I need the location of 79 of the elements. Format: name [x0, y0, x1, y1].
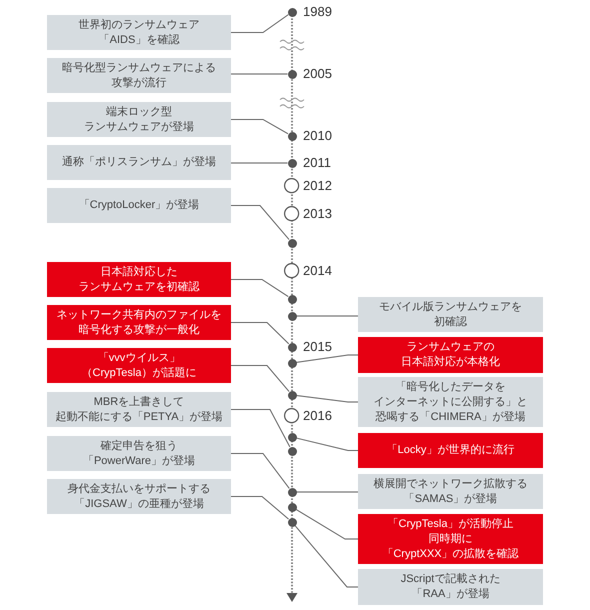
highlighted-event-card	[47, 348, 231, 383]
event-text: 「暗号化したデータをインターネットに公開する」と恐喝する「CHIMERA」が登場	[374, 380, 528, 424]
connector-line	[296, 438, 358, 451]
event-text: 通称「ポリスランサム」が登場	[62, 155, 216, 170]
event-card	[47, 145, 231, 180]
event-text: 「Locky」が世界的に流行	[386, 443, 514, 458]
connector-line	[294, 524, 358, 588]
year-label: 2011	[303, 155, 331, 170]
event-text: 日本語対応したランサムウェアを初確認	[78, 264, 200, 294]
event-card	[47, 436, 231, 471]
connector-line	[296, 395, 358, 402]
event-card	[47, 15, 231, 50]
event-text: 横展開でネットワーク拡散する「SAMAS」が登場	[374, 476, 528, 506]
year-label: 2005	[303, 66, 332, 81]
event-card	[358, 297, 543, 332]
event-text: ネットワーク共有内のファイルを暗号化する攻撃が一般化	[56, 308, 222, 338]
connector-line	[295, 508, 358, 540]
event-text: 身代金支払いをサポートする「JIGSAW」の亜種が登場	[68, 482, 210, 512]
connector-line	[230, 365, 290, 392]
year-label: 2015	[303, 339, 332, 354]
timeline-dot-icon	[288, 132, 296, 140]
timeline-dot-icon	[288, 390, 296, 400]
connector-line	[230, 162, 288, 164]
timeline-dot-icon	[288, 8, 296, 16]
timeline-dot-icon	[288, 312, 296, 320]
connector-line	[230, 409, 290, 448]
timeline-dot-icon	[288, 488, 296, 496]
year-label: 1989	[303, 4, 332, 19]
highlighted-event-card	[358, 433, 543, 468]
connector-line	[296, 354, 358, 363]
timeline-dot-icon	[288, 342, 296, 352]
connector-line	[230, 14, 289, 33]
event-text: モバイル版ランサムウェアを初確認	[379, 300, 522, 330]
highlighted-event-card	[47, 305, 231, 340]
timeline-dot-icon	[288, 294, 296, 304]
event-card	[358, 474, 543, 509]
event-text: 確定申告を狙う「PowerWare」が登場	[82, 438, 196, 468]
timeline-dot-icon	[288, 238, 296, 248]
event-text: MBRを上書きして起動不能にする「PETYA」が登場	[55, 394, 223, 424]
timeline-dot-icon	[288, 502, 296, 512]
year-label: 2014	[303, 263, 332, 278]
timeline-dot-icon	[288, 158, 296, 168]
connector-line	[230, 453, 290, 489]
event-text: 暗号化型ランサムウェアによる攻撃が流行	[62, 60, 216, 90]
ring-marker-icon	[284, 178, 300, 194]
timeline-dot-icon	[288, 518, 296, 526]
timeline-dot-icon	[288, 358, 296, 368]
event-text: 端末ロック型ランサムウェアが登場	[84, 104, 194, 134]
event-card	[47, 479, 231, 514]
event-card	[47, 58, 231, 93]
event-card	[358, 377, 543, 427]
highlighted-event-card	[358, 514, 543, 564]
event-text: 世界初のランサムウェア「AIDS」を確認	[78, 18, 200, 48]
connector-line	[230, 119, 289, 134]
event-card	[47, 188, 231, 223]
event-card	[47, 392, 231, 427]
connector-line	[230, 496, 290, 520]
connector-line	[230, 322, 290, 344]
year-label: 2012	[303, 178, 332, 193]
ring-marker-icon	[284, 206, 300, 222]
timeline-dot-icon	[288, 70, 296, 78]
event-card	[358, 569, 543, 605]
event-text: 「vvvウイルス」（CrypTesla）が話題に	[82, 350, 196, 380]
year-label: 2016	[303, 408, 332, 423]
event-text: 「CryptoLocker」が登場	[78, 198, 200, 213]
event-text: JScriptで記載された「RAA」が登場	[400, 572, 500, 602]
connector-line	[230, 205, 290, 240]
timeline-dot-icon	[288, 432, 296, 442]
ring-marker-icon	[284, 263, 300, 279]
event-text: 「CrypTesla」が活動停止同時期に「CryptXXX」の拡散を確認	[382, 516, 519, 562]
year-label: 2010	[303, 128, 332, 143]
highlighted-event-card	[47, 262, 231, 297]
year-label: 2013	[303, 206, 332, 221]
timeline-dot-icon	[288, 446, 296, 456]
event-card	[47, 102, 231, 137]
ring-marker-icon	[284, 408, 300, 424]
connector-line	[230, 279, 289, 298]
event-text: ランサムウェアの日本語対応が本格化	[401, 340, 500, 370]
highlighted-event-card	[358, 337, 543, 373]
